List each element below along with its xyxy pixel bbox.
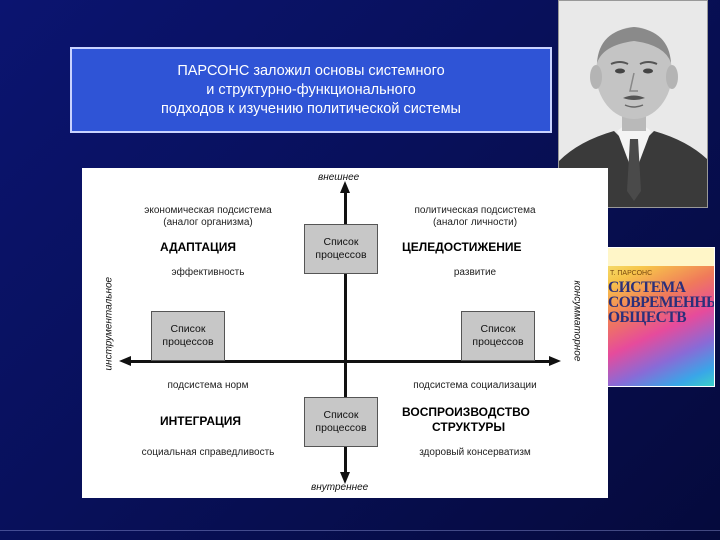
process-box-label: процессов bbox=[315, 249, 367, 261]
quadrant-br-function-line2: СТРУКТУРЫ bbox=[432, 420, 506, 434]
agil-diagram: внешнее внутреннее инструментальное конс… bbox=[82, 168, 608, 498]
arrow-right-icon bbox=[549, 356, 561, 366]
horizontal-axis bbox=[130, 360, 551, 363]
book-cover: Т. ПАРСОНС СИСТЕМА СОВРЕМЕННЫХ ОБЩЕСТВ bbox=[603, 247, 715, 387]
quadrant-br-subsystem: подсистема социализации bbox=[413, 380, 537, 391]
title-line-2: и структурно-функционального bbox=[206, 81, 416, 98]
title-box: ПАРСОНС заложил основы системного и стру… bbox=[70, 47, 552, 133]
arrow-up-icon bbox=[340, 181, 350, 193]
title-line-1: ПАРСОНС заложил основы системного bbox=[177, 62, 445, 79]
title-line-3: подходов к изучению политической системы bbox=[161, 100, 461, 117]
axis-label-bottom: внутреннее bbox=[311, 482, 369, 493]
quadrant-tl-criterion: эффективность bbox=[171, 267, 245, 278]
quadrant-bl-criterion: социальная справедливость bbox=[141, 447, 275, 458]
quadrant-tr-function: ЦЕЛЕДОСТИЖЕНИЕ bbox=[402, 240, 522, 254]
process-box-top: Список процессов bbox=[304, 224, 378, 274]
process-box-left: Список процессов bbox=[151, 311, 225, 361]
quadrant-tl-function: АДАПТАЦИЯ bbox=[160, 240, 237, 254]
quadrant-bl-function: ИНТЕГРАЦИЯ bbox=[160, 414, 242, 428]
book-topbar bbox=[604, 248, 714, 266]
process-box-right: Список процессов bbox=[461, 311, 535, 361]
quadrant-tr-analog: (аналог личности) bbox=[432, 217, 518, 228]
quadrant-bl-subsystem: подсистема норм bbox=[167, 380, 249, 391]
process-box-label: процессов bbox=[472, 336, 524, 348]
process-box-label: Список bbox=[170, 323, 206, 335]
arrow-down-icon bbox=[340, 472, 350, 484]
process-box-label: Список bbox=[480, 323, 516, 335]
quadrant-br-function-line1: ВОСПРОИЗВОДСТВО bbox=[402, 405, 530, 419]
quadrant-br-criterion: здоровый консерватизм bbox=[419, 447, 531, 458]
book-author: Т. ПАРСОНС bbox=[610, 270, 653, 277]
decorative-line bbox=[0, 530, 720, 531]
process-box-label: Список bbox=[323, 409, 359, 421]
axis-label-right: консумматорное bbox=[571, 280, 583, 362]
axis-label-top: внешнее bbox=[318, 172, 360, 183]
book-title: СИСТЕМА СОВРЕМЕННЫХ ОБЩЕСТВ bbox=[608, 279, 714, 326]
quadrant-tl-subsystem: экономическая подсистема bbox=[144, 205, 272, 216]
quadrant-tl-analog: (аналог организма) bbox=[163, 217, 253, 228]
process-box-label: процессов bbox=[315, 422, 367, 434]
quadrant-tr-criterion: развитие bbox=[453, 267, 497, 278]
axis-label-left: инструментальное bbox=[103, 276, 115, 371]
process-box-bottom: Список процессов bbox=[304, 397, 378, 447]
quadrant-tr-subsystem: политическая подсистема bbox=[414, 205, 536, 216]
vertical-axis bbox=[344, 192, 347, 474]
process-box-label: процессов bbox=[162, 336, 214, 348]
process-box-label: Список bbox=[323, 236, 359, 248]
arrow-left-icon bbox=[119, 356, 131, 366]
